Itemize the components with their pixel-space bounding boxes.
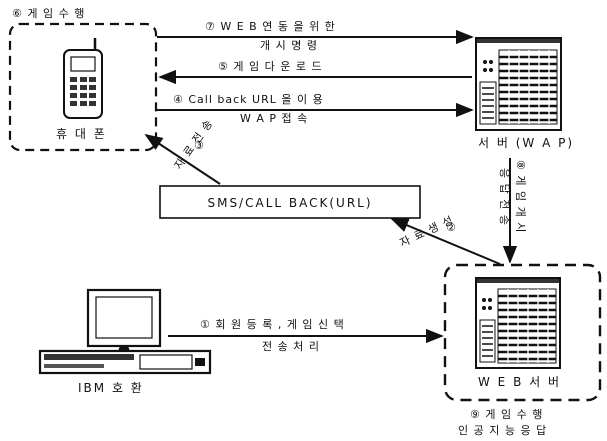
desktop-computer-icon: [40, 290, 210, 373]
web-server-group: W E B 서 버 ⑨ 게 임 수 행 인 공 지 능 응 답: [445, 265, 600, 437]
web-server-step-label-2: 인 공 지 능 응 답: [458, 424, 547, 437]
phone-caption: 휴 대 폰: [56, 127, 107, 141]
sms-callback-text: SMS/CALL BACK(URL): [207, 196, 372, 210]
edge-8: ⑧ 게 임 개 시 응 답 전 송: [498, 158, 527, 262]
edge-4-label-2: W A P 접 속: [240, 112, 308, 125]
edge-1-label-1: ① 회 원 등 록 , 게 임 신 택: [200, 318, 345, 331]
web-server-step-label-1: ⑨ 게 임 수 행: [470, 408, 543, 421]
edge-2: ② 자 료 생 성: [392, 213, 500, 264]
edge-1: ① 회 원 등 록 , 게 임 신 택 전 송 처 리: [168, 318, 442, 353]
edge-1-label-2: 전 송 처 리: [262, 340, 320, 353]
edge-7-label-2: 개 시 명 령: [260, 39, 318, 52]
wap-server-caption: 서 버 (W A P): [478, 136, 574, 150]
web-server-caption: W E B 서 버: [478, 375, 561, 389]
edge-7-label-1: ⑦ W E B 연 동 을 위 한: [205, 20, 336, 33]
mobile-phone-icon: [64, 38, 102, 118]
phone-step-label: ⑥ 게 임 수 행: [12, 7, 85, 20]
wap-server-node: 서 버 (W A P): [476, 38, 574, 150]
edge-3: ③ 자 료 전 송: [146, 117, 220, 184]
phone-group: ⑥ 게 임 수 행 휴 대 폰: [10, 7, 156, 150]
edge-4-label-1: ④ Call back URL 을 이 용: [173, 93, 324, 106]
edge-7: ⑦ W E B 연 동 을 위 한 개 시 명 령: [157, 20, 472, 52]
sms-callback-node: SMS/CALL BACK(URL): [160, 186, 420, 218]
edge-5-label: ⑤ 게 임 다 운 로 드: [218, 60, 323, 73]
web-server-icon: [476, 278, 560, 368]
edge-8-label: ⑧ 게 임 개 시: [514, 160, 527, 233]
pc-node: IBM 호 환: [40, 290, 210, 395]
wap-server-icon: [476, 38, 561, 130]
edge-8-response-label: 응 답 전 송: [498, 168, 511, 226]
edge-5: ⑤ 게 임 다 운 로 드: [160, 60, 472, 77]
pc-caption: IBM 호 환: [78, 381, 144, 395]
edge-3-label: 자 료 전 송: [172, 117, 216, 172]
